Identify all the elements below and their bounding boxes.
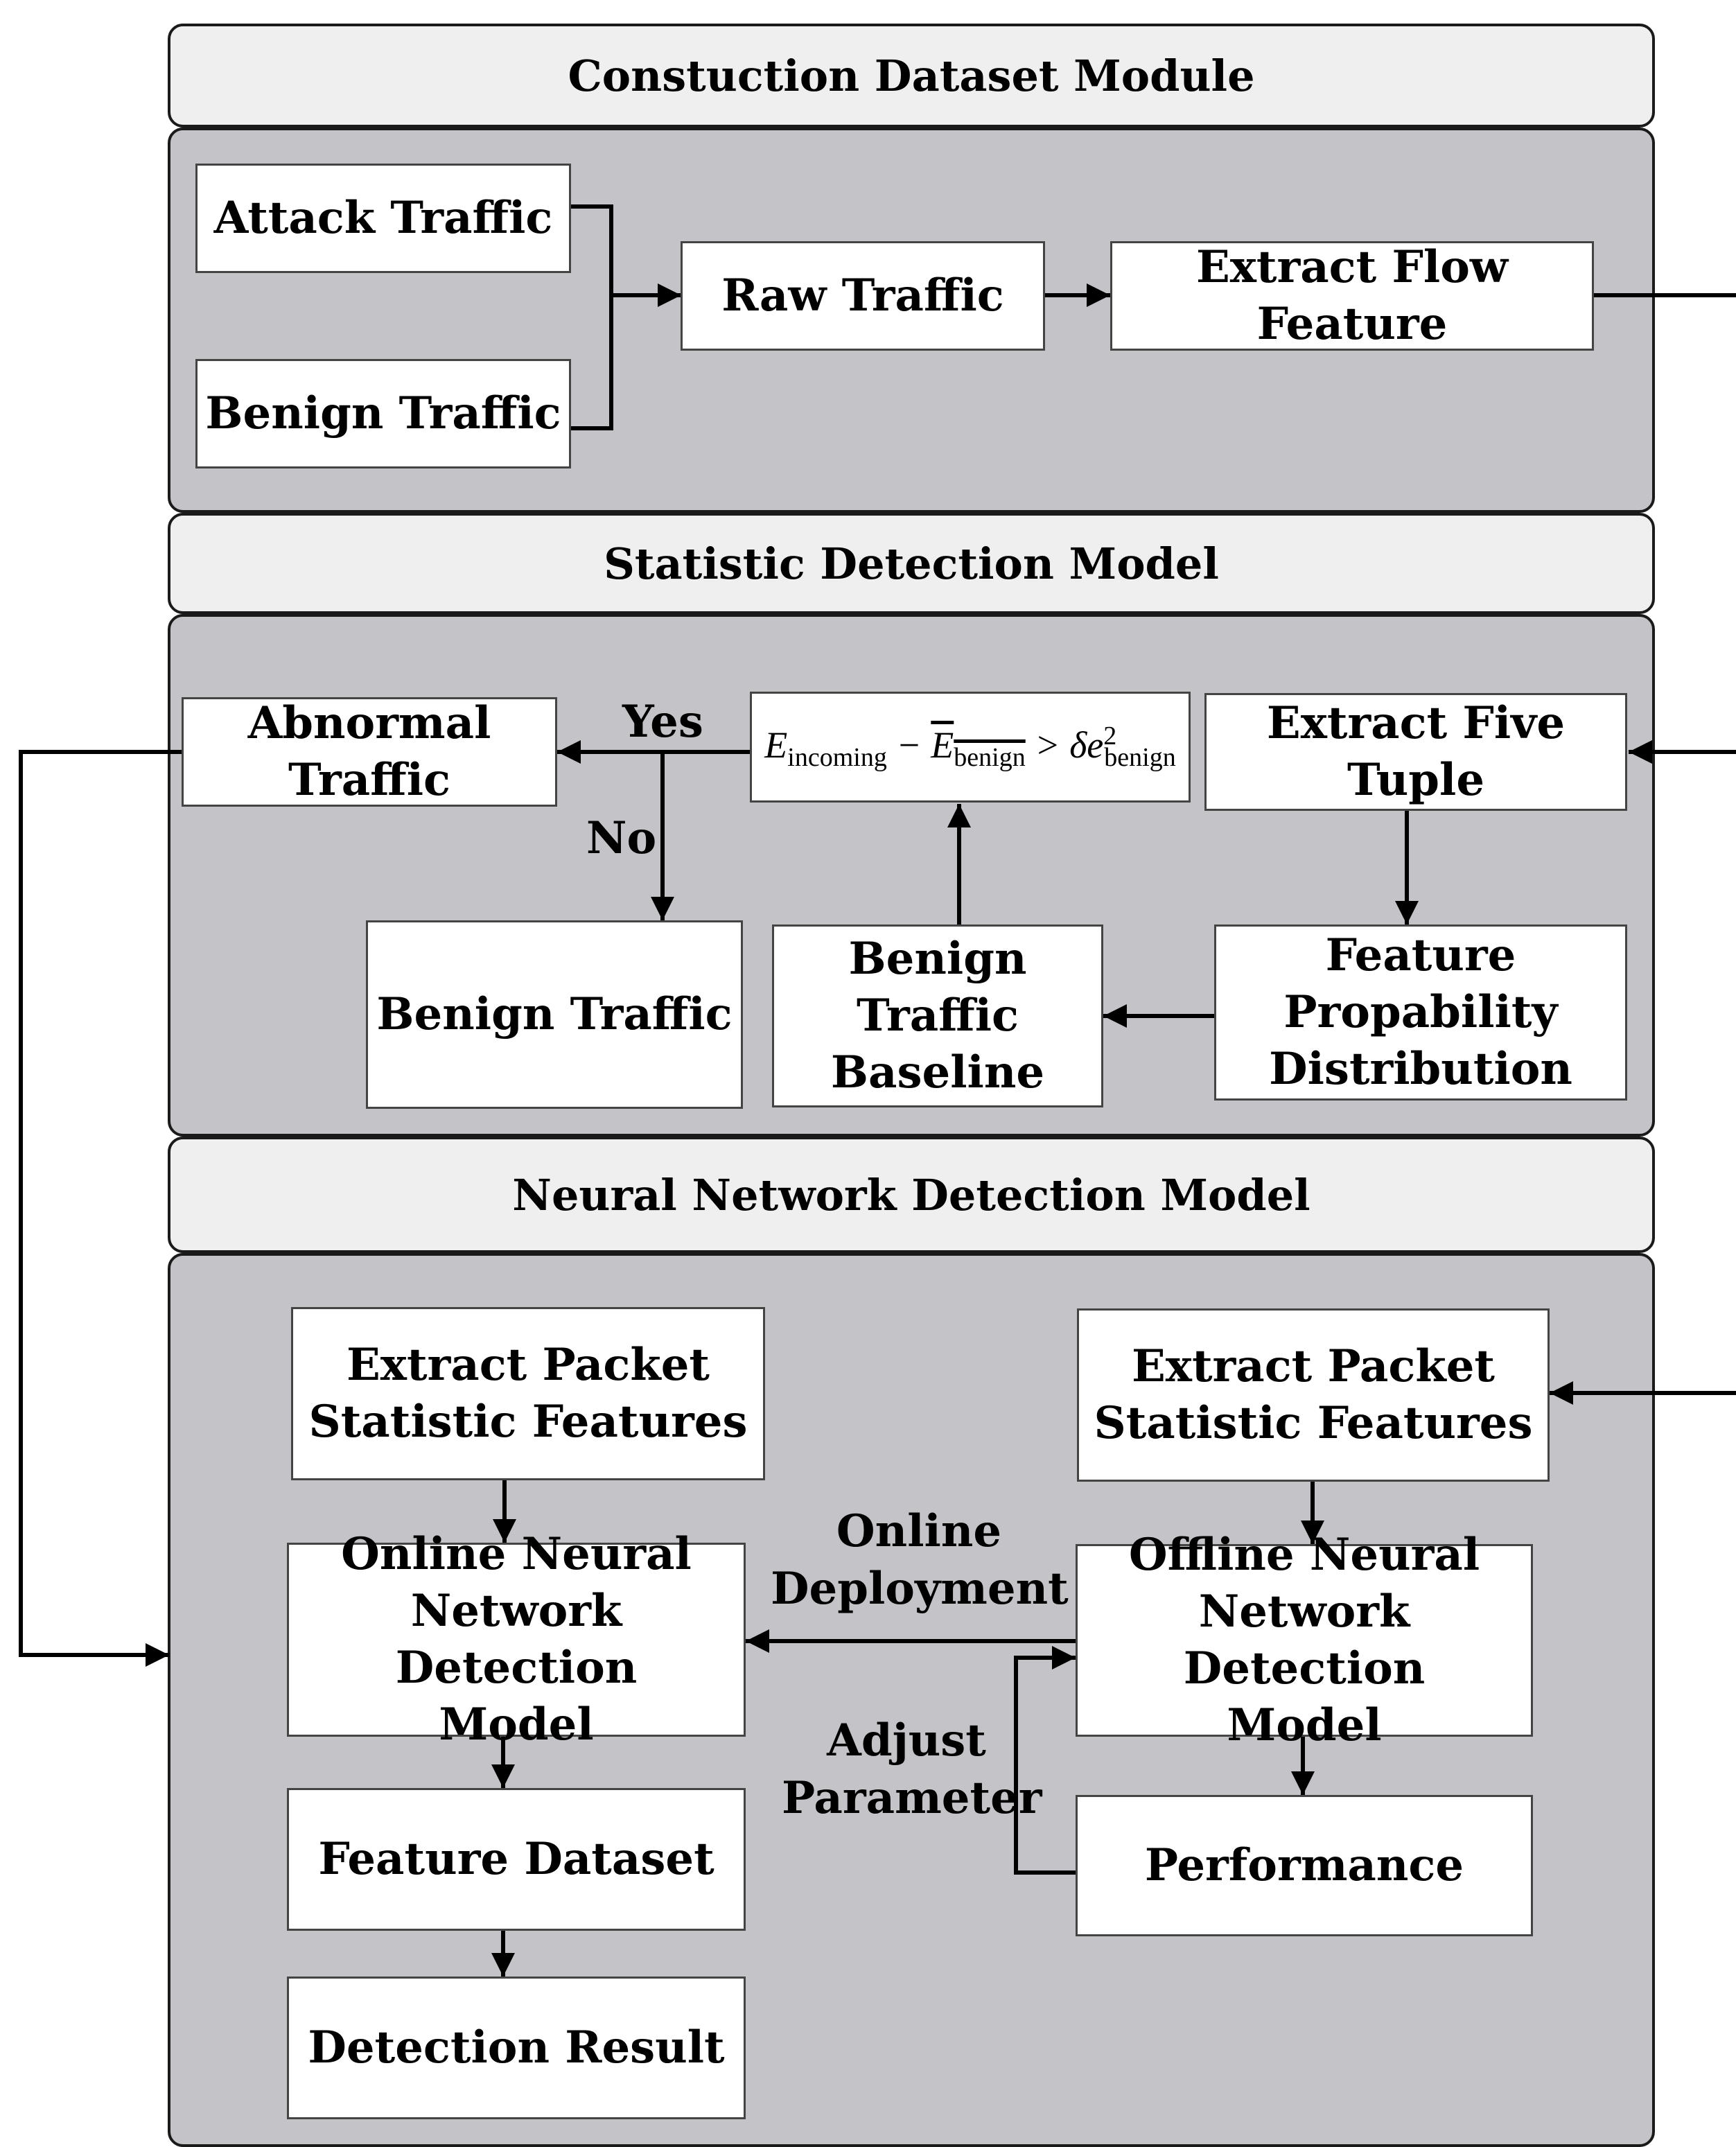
- statistic-model-header: Statistic Detection Model: [168, 513, 1655, 614]
- dataset-module-title: Constuction Dataset Module: [568, 50, 1255, 101]
- online-deployment-label: Online Deployment: [771, 1505, 1069, 1615]
- formula-benign: benign: [954, 743, 1026, 773]
- benign-traffic-source-box: Benign Traffic: [195, 359, 571, 468]
- formula-e-bar: E: [931, 724, 954, 766]
- statistic-model-title: Statistic Detection Model: [604, 538, 1219, 589]
- benign-traffic-source-label: Benign Traffic: [205, 387, 561, 440]
- feature-dataset-label: Feature Dataset: [318, 1833, 714, 1886]
- extract-five-tuple-label: Extract Five Tuple: [1266, 697, 1566, 806]
- no-label: No: [586, 812, 657, 864]
- benign-traffic-result-box: Benign Traffic: [366, 920, 743, 1109]
- formula-e: E: [764, 724, 788, 766]
- formula-delta-e: δe: [1069, 724, 1104, 766]
- raw-traffic-box: Raw Traffic: [681, 241, 1045, 351]
- formula-incoming: incoming: [787, 743, 887, 773]
- attack-traffic-label: Attack Traffic: [213, 192, 553, 245]
- feature-distribution-box: Feature Propability Distribution: [1214, 924, 1627, 1101]
- feature-distribution-label: Feature Propability Distribution: [1269, 929, 1572, 1095]
- yes-label: Yes: [622, 696, 703, 748]
- extract-packet-features-right-label: Extract Packet Statistic Features: [1094, 1340, 1533, 1449]
- threshold-formula: Eincoming − Ebenign > δe2benign: [764, 719, 1175, 774]
- performance-box: Performance: [1076, 1795, 1533, 1936]
- detection-result-box: Detection Result: [287, 1977, 746, 2119]
- formula-benign-variance: benign: [1104, 743, 1176, 773]
- online-model-label: Online Neural Network Detection Model: [341, 1528, 692, 1751]
- attack-traffic-box: Attack Traffic: [195, 164, 571, 273]
- formula-gt: >: [1025, 724, 1070, 766]
- detection-result-label: Detection Result: [308, 2022, 725, 2074]
- offline-model-label: Offline Neural Network Detection Model: [1128, 1529, 1480, 1751]
- abnormal-traffic-box: Abnormal Traffic: [182, 697, 557, 807]
- arrow-abnormal-to-online: [19, 750, 182, 1667]
- neural-model-title: Neural Network Detection Model: [512, 1169, 1310, 1220]
- abnormal-traffic-label: Abnormal Traffic: [247, 697, 491, 806]
- formula-minus: −: [886, 724, 931, 766]
- performance-label: Performance: [1144, 1839, 1464, 1892]
- extract-flow-feature-box: Extract Flow Feature: [1110, 241, 1594, 351]
- feature-dataset-box: Feature Dataset: [287, 1788, 746, 1931]
- extract-packet-features-left-box: Extract Packet Statistic Features: [291, 1307, 765, 1480]
- benign-traffic-result-label: Benign Traffic: [376, 988, 733, 1041]
- benign-baseline-label: Benign Traffic Baseline: [830, 933, 1045, 1098]
- threshold-formula-box: Eincoming − Ebenign > δe2benign: [750, 692, 1191, 803]
- offline-model-box: Offline Neural Network Detection Model: [1076, 1529, 1533, 1751]
- raw-traffic-label: Raw Traffic: [721, 270, 1004, 322]
- extract-flow-feature-label: Extract Flow Feature: [1195, 241, 1509, 350]
- benign-baseline-box: Benign Traffic Baseline: [772, 924, 1103, 1107]
- extract-five-tuple-box: Extract Five Tuple: [1204, 693, 1627, 811]
- formula-square: 2: [1103, 721, 1117, 751]
- adjust-parameter-label: Adjust Parameter: [782, 1715, 1042, 1825]
- online-model-box: Online Neural Network Detection Model: [287, 1528, 746, 1751]
- extract-packet-features-right-box: Extract Packet Statistic Features: [1077, 1308, 1550, 1482]
- neural-model-header: Neural Network Detection Model: [168, 1137, 1655, 1253]
- dataset-module-header: Constuction Dataset Module: [168, 24, 1655, 128]
- extract-packet-features-left-label: Extract Packet Statistic Features: [308, 1339, 748, 1448]
